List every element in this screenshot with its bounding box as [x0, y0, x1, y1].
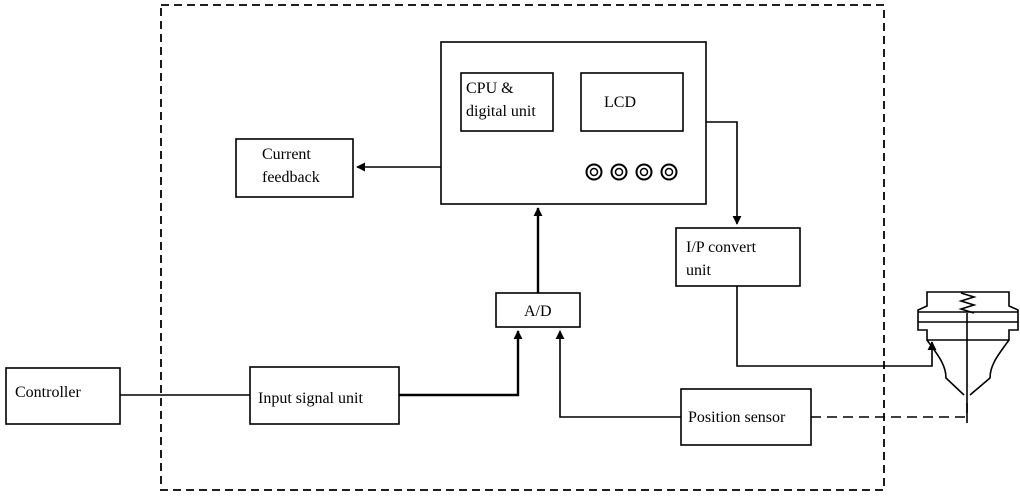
position-sensor-label: Position sensor: [688, 409, 786, 426]
cpu-box: [460, 72, 554, 132]
control-knobs: [585, 163, 678, 181]
controller-box: [5, 367, 121, 425]
arrow-ip-to-actuator: [736, 286, 937, 367]
arrow-main-to-ip: [706, 121, 742, 225]
current-feedback-label: Current feedback: [262, 146, 320, 186]
ad-label: A/D: [524, 303, 552, 320]
lcd-label: LCD: [604, 94, 636, 111]
feedback-link-dashed: [811, 403, 968, 418]
valve-actuator-icon: [917, 291, 1019, 423]
ad-box: [495, 292, 581, 328]
controller-label: Controller: [15, 384, 81, 401]
cpu-label: CPU & digital unit: [466, 80, 536, 120]
device-boundary: [160, 4, 885, 491]
lcd-box: [580, 72, 684, 132]
arrow-sensor-to-ad: [555, 330, 681, 418]
arrow-input-to-ad: [399, 330, 523, 397]
current-feedback-box: [235, 138, 354, 198]
ip-convert-label: I/P convert unit: [686, 239, 757, 279]
input-signal-label: Input signal unit: [258, 390, 363, 407]
ip-convert-box: [675, 227, 801, 287]
